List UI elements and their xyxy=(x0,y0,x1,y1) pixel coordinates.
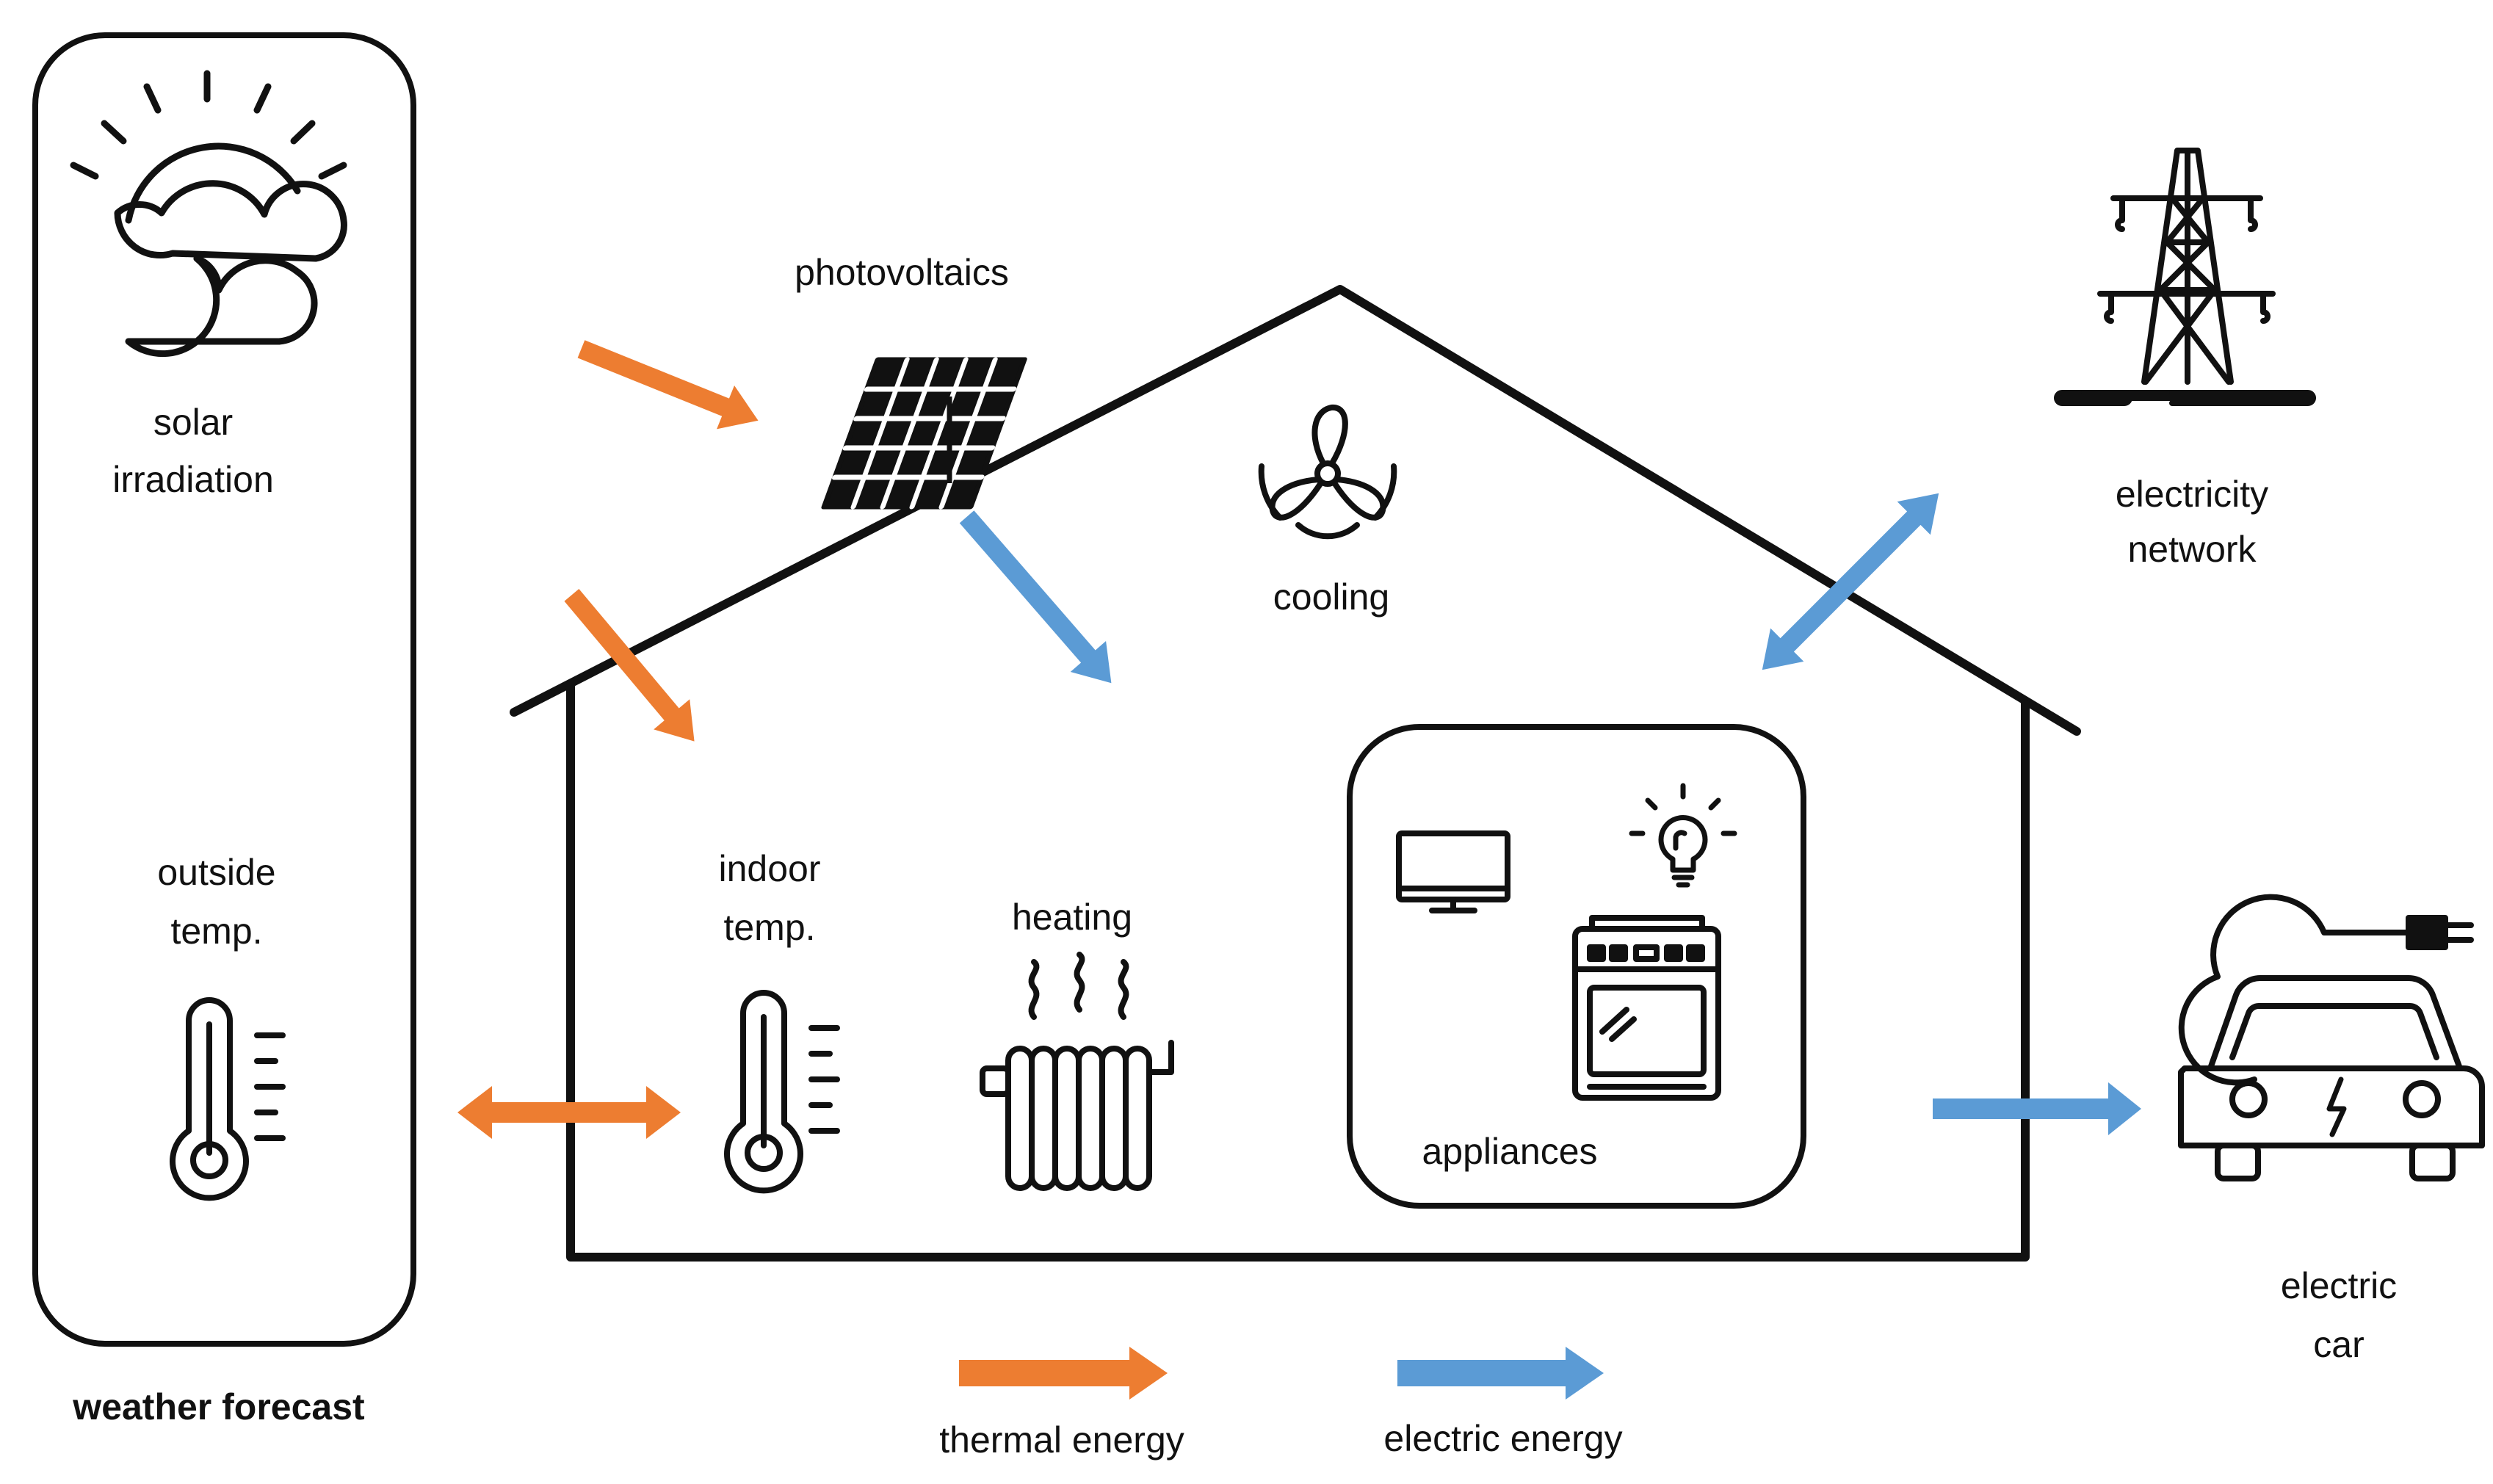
sun-cloud-icon xyxy=(70,70,347,358)
weather-panel xyxy=(32,32,416,1347)
appliances-label: appliances xyxy=(1422,1131,1597,1172)
photovoltaics-label: photovoltaics xyxy=(795,252,1009,293)
legend-electric-swatch xyxy=(1397,1347,1604,1400)
tv-icon xyxy=(1396,830,1510,913)
electric-arrow-pv-to-cooling xyxy=(959,510,1112,684)
house-outline xyxy=(510,285,2081,1262)
legend-thermal-label: thermal energy xyxy=(939,1419,1184,1461)
outside-temp-label-line1: outside xyxy=(157,852,275,893)
indoor-temp-label-line1: indoor xyxy=(719,848,821,889)
heating-label: heating xyxy=(1012,897,1132,938)
outside-temp-label-line2: temp. xyxy=(170,911,262,952)
thermometer-icon xyxy=(170,997,286,1201)
thermal-arrow-sun-to-indoor xyxy=(564,589,695,742)
solar-panel-icon xyxy=(821,357,1027,510)
cooling-label: cooling xyxy=(1273,576,1389,618)
light-bulb-icon xyxy=(1629,783,1737,888)
oven-icon xyxy=(1572,915,1721,1101)
electric-car-label-line2: car xyxy=(2313,1324,2364,1365)
electricity-network-label-line2: network xyxy=(2127,529,2257,570)
thermometer-icon xyxy=(724,990,840,1194)
solar-label-line2: irradiation xyxy=(112,459,274,500)
thermal-arrow-outside-indoor xyxy=(457,1086,681,1139)
radiator-icon xyxy=(980,952,1174,1191)
solar-label-line1: solar xyxy=(153,402,233,443)
electric-arrow-house-grid xyxy=(1762,493,1939,670)
power-tower-icon xyxy=(2054,148,2316,406)
legend-thermal-swatch xyxy=(959,1347,1168,1400)
appliances-box xyxy=(1347,724,1806,1209)
thermal-arrow-sun-to-pv xyxy=(577,340,759,430)
legend-electric-label: electric energy xyxy=(1383,1418,1622,1459)
electric-car-icon xyxy=(2178,894,2485,1181)
electric-arrow-house-to-car xyxy=(1933,1082,2141,1135)
electricity-network-label-line1: electricity xyxy=(2116,474,2268,515)
indoor-temp-label-line2: temp. xyxy=(723,907,815,948)
electric-car-label-line1: electric xyxy=(2281,1265,2397,1306)
fan-icon xyxy=(1258,405,1397,540)
weather-forecast-title: weather forecast xyxy=(72,1386,365,1427)
